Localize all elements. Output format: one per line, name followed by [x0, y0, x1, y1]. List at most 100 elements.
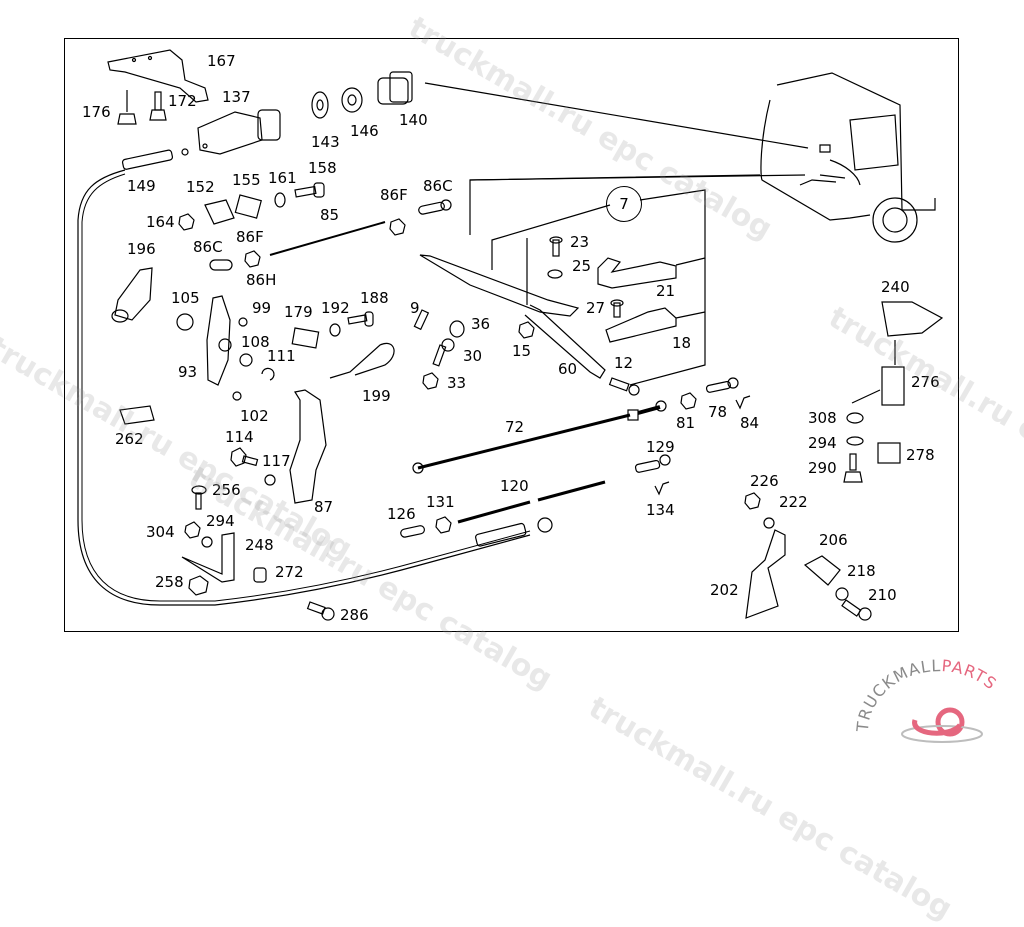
part-210-bolt	[842, 600, 871, 620]
part-label-99[interactable]: 99	[252, 301, 271, 316]
part-label-199[interactable]: 199	[362, 389, 391, 404]
part-label-176[interactable]: 176	[82, 105, 111, 120]
part-label-86h[interactable]: 86H	[246, 273, 276, 288]
part-label-86f_b[interactable]: 86F	[236, 230, 264, 245]
part-label-129[interactable]: 129	[646, 440, 675, 455]
part-label-9[interactable]: 9	[410, 301, 420, 316]
part-label-137[interactable]: 137	[222, 90, 251, 105]
part-111-clip	[262, 368, 274, 380]
part-146-nut	[342, 88, 362, 112]
callout-7[interactable]: 7	[606, 186, 642, 222]
part-290-bolt	[844, 454, 862, 482]
part-label-120[interactable]: 120	[500, 479, 529, 494]
part-188-bolt	[348, 312, 373, 326]
part-label-192[interactable]: 192	[321, 301, 350, 316]
part-label-188[interactable]: 188	[360, 291, 389, 306]
part-label-278[interactable]: 278	[906, 448, 935, 463]
part-226-nut	[745, 493, 760, 509]
part-label-140[interactable]: 140	[399, 113, 428, 128]
part-label-218[interactable]: 218	[847, 564, 876, 579]
part-81-nut	[681, 393, 696, 409]
part-label-84[interactable]: 84	[740, 416, 759, 431]
part-label-21[interactable]: 21	[656, 284, 675, 299]
part-33-nut	[423, 373, 438, 389]
part-label-304[interactable]: 304	[146, 525, 175, 540]
part-126-pin	[400, 525, 425, 538]
part-label-102[interactable]: 102	[240, 409, 269, 424]
part-label-294_b[interactable]: 294	[808, 436, 837, 451]
part-label-117[interactable]: 117	[262, 454, 291, 469]
part-label-290[interactable]: 290	[808, 461, 837, 476]
part-label-146[interactable]: 146	[350, 124, 379, 139]
part-label-86f_a[interactable]: 86F	[380, 188, 408, 203]
part-label-25[interactable]: 25	[572, 259, 591, 274]
part-label-161[interactable]: 161	[268, 171, 297, 186]
part-label-114[interactable]: 114	[225, 430, 254, 445]
part-label-12[interactable]: 12	[614, 356, 633, 371]
part-label-105[interactable]: 105	[171, 291, 200, 306]
part-286-screw	[308, 602, 334, 620]
part-label-222[interactable]: 222	[779, 495, 808, 510]
part-149-fitting	[122, 149, 188, 170]
part-label-111[interactable]: 111	[267, 349, 296, 364]
part-label-272[interactable]: 272	[275, 565, 304, 580]
part-85-rod	[270, 222, 385, 255]
part-label-18[interactable]: 18	[672, 336, 691, 351]
part-label-308[interactable]: 308	[808, 411, 837, 426]
part-86C-pin-a	[418, 200, 451, 215]
part-label-143[interactable]: 143	[311, 135, 340, 150]
part-102-pin	[233, 392, 241, 400]
part-label-158[interactable]: 158	[308, 161, 337, 176]
part-129-pin	[635, 455, 670, 473]
part-label-93[interactable]: 93	[178, 365, 197, 380]
part-label-108[interactable]: 108	[241, 335, 270, 350]
part-140-knob	[378, 72, 412, 104]
part-25-washer	[548, 270, 562, 278]
part-179-block	[292, 328, 318, 348]
part-label-210[interactable]: 210	[868, 588, 897, 603]
part-label-78[interactable]: 78	[708, 405, 727, 420]
part-label-72[interactable]: 72	[505, 420, 524, 435]
part-label-196[interactable]: 196	[127, 242, 156, 257]
part-label-15[interactable]: 15	[512, 344, 531, 359]
part-308-washer	[847, 413, 863, 423]
part-label-23[interactable]: 23	[570, 235, 589, 250]
part-label-286[interactable]: 286	[340, 608, 369, 623]
part-87-lever	[290, 390, 326, 503]
part-label-85[interactable]: 85	[320, 208, 339, 223]
part-label-126[interactable]: 126	[387, 507, 416, 522]
part-label-60[interactable]: 60	[558, 362, 577, 377]
part-155-block	[235, 195, 261, 218]
part-86F-nut-b	[245, 251, 260, 267]
part-label-167[interactable]: 167	[207, 54, 236, 69]
part-label-27[interactable]: 27	[586, 301, 605, 316]
part-label-149[interactable]: 149	[127, 179, 156, 194]
part-label-134[interactable]: 134	[646, 503, 675, 518]
part-105-bush	[177, 314, 193, 330]
part-label-172[interactable]: 172	[168, 94, 197, 109]
part-label-164[interactable]: 164	[146, 215, 175, 230]
part-label-206[interactable]: 206	[819, 533, 848, 548]
part-label-155[interactable]: 155	[232, 173, 261, 188]
part-label-86c_b[interactable]: 86C	[193, 240, 223, 255]
part-label-30[interactable]: 30	[463, 349, 482, 364]
part-label-36[interactable]: 36	[471, 317, 490, 332]
part-131-nut	[436, 517, 451, 533]
part-label-131[interactable]: 131	[426, 495, 455, 510]
part-93-lever	[207, 296, 231, 385]
part-label-202[interactable]: 202	[710, 583, 739, 598]
part-label-152[interactable]: 152	[186, 180, 215, 195]
part-label-240[interactable]: 240	[881, 280, 910, 295]
logo-text-accent: PARTS	[941, 656, 1001, 694]
part-label-86c_a[interactable]: 86C	[423, 179, 453, 194]
part-176-screw	[118, 90, 136, 124]
part-label-258[interactable]: 258	[155, 575, 184, 590]
part-137-housing	[198, 110, 280, 154]
part-label-81[interactable]: 81	[676, 416, 695, 431]
part-label-179[interactable]: 179	[284, 305, 313, 320]
part-294-washer-b	[847, 437, 863, 445]
part-294-washer-a	[202, 537, 212, 547]
part-304-nut	[185, 522, 200, 538]
part-label-33[interactable]: 33	[447, 376, 466, 391]
part-label-226[interactable]: 226	[750, 474, 779, 489]
